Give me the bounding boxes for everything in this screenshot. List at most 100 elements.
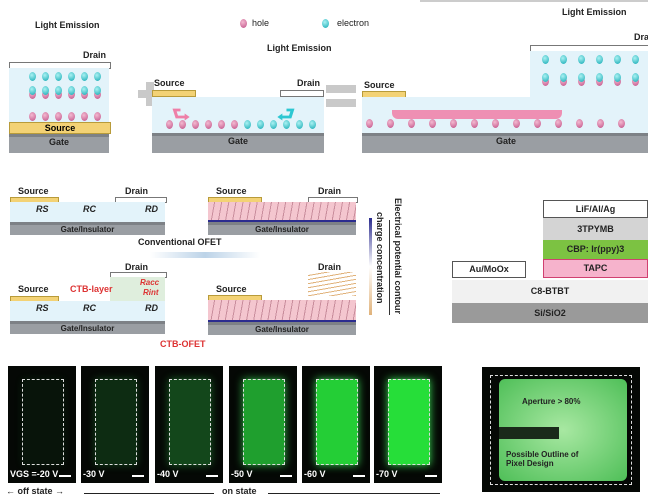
conventional-contour-plot: Source Drain Gate/Insulator [208,186,358,236]
rs-label: RS [36,204,49,214]
scale-bar [59,475,71,477]
emission-photo: -30 V [81,366,149,483]
hole-particle [179,120,186,129]
hole-particle [166,120,173,129]
layer-3tpymb: 3TPYMB [543,218,648,240]
hole-particle [29,112,36,121]
source-label: Source [216,186,247,196]
scale-bar [132,475,144,477]
pixel-outline [490,375,632,485]
source-label: Source [18,284,49,294]
combined-device-panel: Light Emission Drain Source Gate [362,5,648,153]
electron-particle [42,86,49,95]
gate-layer: Gate [362,133,648,153]
legend-hole: hole [252,18,270,28]
hole-particle [492,119,499,128]
scale-bar [280,475,292,477]
hole-particle [81,112,88,121]
source-label: Source [364,80,395,90]
electron-particle [244,120,251,129]
voltage-label: -60 V [304,469,326,479]
emission-area [316,379,358,465]
light-emission-label: Light Emission [35,20,100,30]
hole-particle [408,119,415,128]
voltage-label: -50 V [231,469,253,479]
semiconductor-layer [10,301,165,321]
scale-bar [206,475,218,477]
drain-label: Drain [125,186,149,196]
electron-particle [68,72,75,81]
hole-particle [534,119,541,128]
drain-label: Drain [125,262,149,272]
electron-flow-arrow: ⮐ [277,104,295,126]
hole-particle [576,119,583,128]
gate-insulator: Gate/Insulator [10,222,165,235]
hole-legend-icon [240,19,247,28]
hole-particle [513,119,520,128]
voltage-label: -30 V [83,469,105,479]
layer-tapc: TAPC [543,259,648,278]
hole-particle [471,119,478,128]
electron-particle [283,120,290,129]
device-layer-stack: LiF/Al/Ag 3TPYMB CBP: Ir(ppy)3 TAPC Au/M… [452,200,648,325]
potential-contour [208,202,356,220]
rs-label: RS [36,303,49,313]
electron-particle [81,72,88,81]
on-state-arrow-right [268,493,440,494]
electron-particle [542,55,549,64]
electron-particle [29,72,36,81]
charge-layer [208,220,356,222]
source-finger [499,427,559,439]
aperture-label: Aperture > 80% [522,397,581,406]
ctb-contour [308,272,356,296]
electron-particle [257,120,264,129]
ctb-contour-plot: Drain Source Gate/Insulator [208,262,358,335]
gate-insulator: Gate/Insulator [10,321,165,334]
conventional-ofet-label: Conventional OFET [138,237,222,247]
layer-si-sio2: Si/SiO2 [452,303,648,323]
on-state-arrow-left [84,493,214,494]
hole-particle [205,120,212,129]
emission-photo: -60 V [302,366,370,483]
emission-area [388,379,430,465]
hole-particle [618,119,625,128]
gate-insulator: Gate/Insulator [208,222,356,235]
ctb-ofet-label: CTB-OFET [160,339,206,349]
on-state-label: on state [222,486,257,496]
electrode-au-moox: Au/MoOx [452,261,526,278]
ctb-layer [110,277,165,301]
rd-label: RD [145,303,158,313]
electron-particle [42,72,49,81]
electron-particle [578,73,585,82]
voltage-label: -70 V [376,469,398,479]
hole-particle [94,112,101,121]
electron-particle [55,72,62,81]
rc-label: RC [83,204,96,214]
electron-particle [68,86,75,95]
emission-photo: -70 V [374,366,442,483]
potential-contour [208,300,356,320]
outline-label: Possible Outline of Pixel Design [506,450,579,468]
potential-contour-label: Electrical potential contour [393,198,403,315]
gate-layer: Gate [152,133,324,153]
electron-particle [94,86,101,95]
hole-particle [231,120,238,129]
drain-label: Drain [83,50,107,60]
hole-flow-arrow [392,110,562,119]
hole-particle [450,119,457,128]
voltage-label: VGS =-20 V [10,469,59,479]
electron-particle [614,73,621,82]
emission-photo: VGS =-20 V [8,366,76,483]
plus-sign-v [146,82,154,106]
layer-cbp: CBP: Ir(ppy)3 [543,240,648,259]
hole-particle [68,112,75,121]
conventional-ofet-schematic: Source Drain RS RC RD Gate/Insulator [10,186,170,236]
source-electrode [152,90,196,97]
voltage-label: -40 V [157,469,179,479]
electron-particle [55,86,62,95]
ctb-ofet-schematic: Drain CTB-layer Racc Rint Source RS RC R… [10,262,170,334]
charge-concentration-label: charge concentration [375,212,385,304]
hole-particle [192,120,199,129]
divider [420,0,648,2]
vertical-device-panel: Light Emission Drain Source Gate [7,20,113,153]
